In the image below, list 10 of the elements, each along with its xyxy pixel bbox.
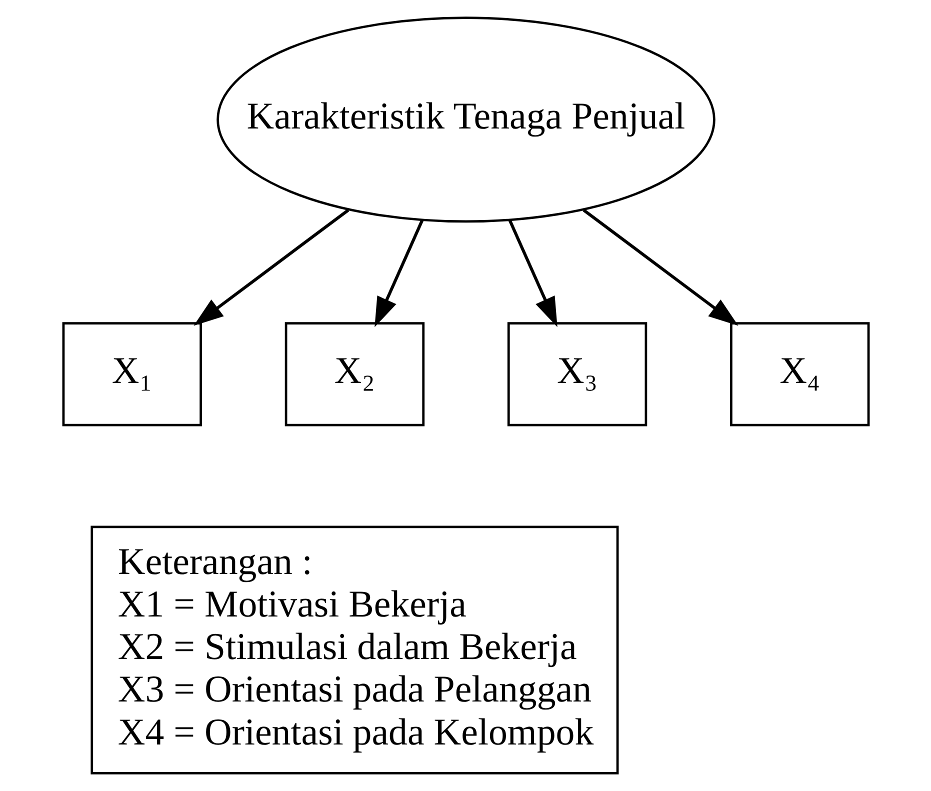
node-ellipse: Karakteristik Tenaga Penjual — [216, 16, 715, 223]
node-box: X₃ — [506, 322, 647, 426]
node-box: X₄ — [730, 322, 870, 426]
node-box: X₂ — [284, 322, 424, 426]
arrow — [374, 219, 424, 328]
arrow — [508, 219, 557, 328]
arrow — [582, 208, 738, 326]
arrow — [193, 208, 349, 326]
node-box: Keterangan : X1 = Motivasi Bekerja X2 = Stimulasi dalam Bekerja X3 = Orientasi pada Pelanggan X4 = Orientasi pada Kelompok — [90, 526, 618, 774]
node-box: X₁ — [62, 322, 202, 426]
